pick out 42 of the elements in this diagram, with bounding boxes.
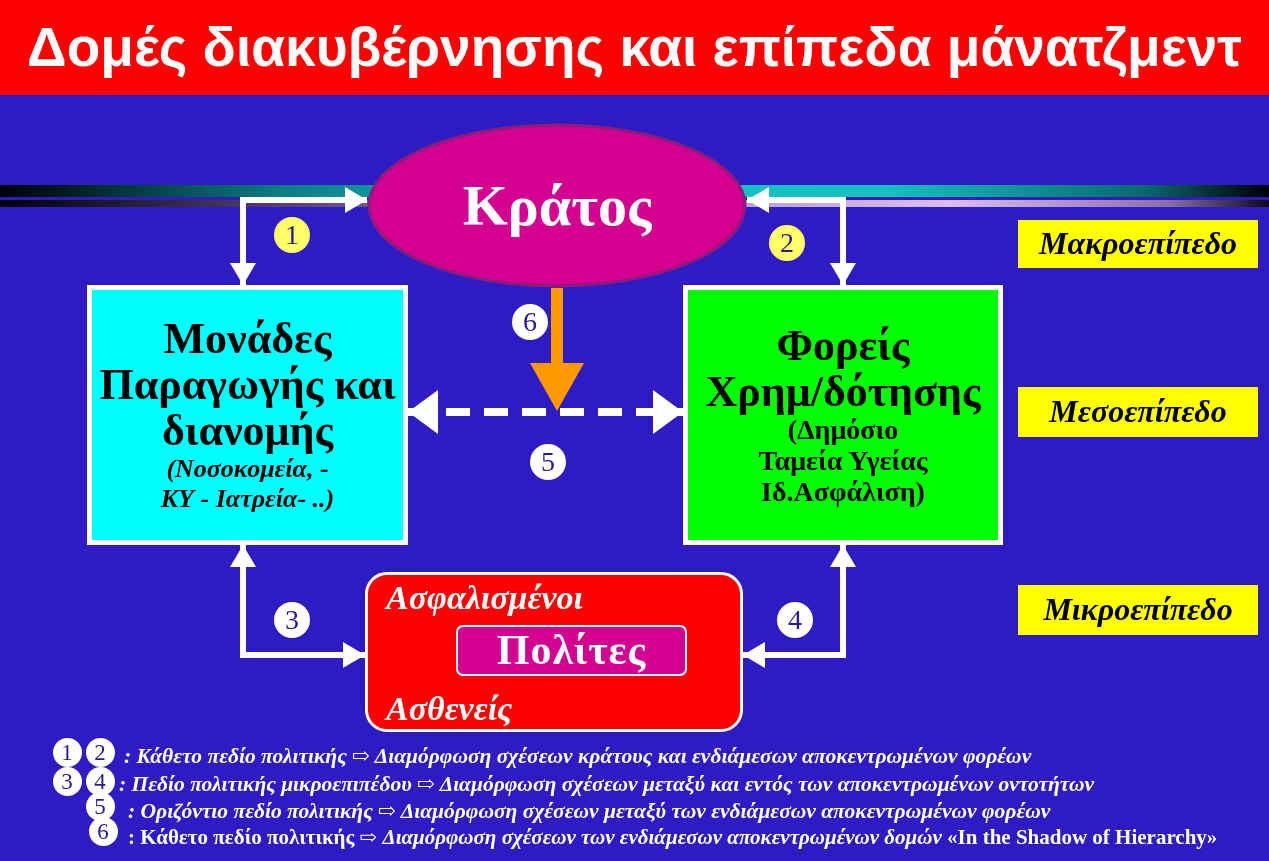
level-tag xyxy=(1018,220,1258,268)
callout-number: 4 xyxy=(777,602,813,638)
callout-number: 2 xyxy=(85,737,115,767)
thick-arrow xyxy=(530,288,584,411)
callout-number: 5 xyxy=(85,791,115,821)
node-title: Φορείς Χρημ/δότησης xyxy=(704,322,982,415)
double-arrow xyxy=(230,187,367,285)
level-label: Μεσοεπίπεδο xyxy=(1049,394,1227,430)
callout-number: 6 xyxy=(88,816,118,846)
callout-number: 1 xyxy=(274,217,310,253)
node-subtitle: (Δημόσιο Ταμεία Υγείας Ιδ.Ασφάλιση) xyxy=(758,415,928,508)
entity-box xyxy=(683,285,1003,545)
level-label: Μακροεπίπεδο xyxy=(1038,226,1238,262)
callout-number: 4 xyxy=(85,766,115,796)
node-title: Μονάδες Παραγωγής και διανομής xyxy=(98,315,397,455)
callout-number: 5 xyxy=(530,444,566,480)
double-arrow xyxy=(230,545,365,668)
level-label: Μικροεπίπεδο xyxy=(1043,592,1233,628)
callout-number: 3 xyxy=(274,602,310,638)
footnote: : Κάθετο πεδίο πολιτικής ⇨ Διαμόρφωση σχέσεων των ενδιάμεσων αποκεντρωμένων δομών «In the Shadow of Hierarchy» xyxy=(128,825,1218,850)
callout-number: 6 xyxy=(512,304,548,340)
level-tag xyxy=(1018,387,1258,437)
callout-number: 2 xyxy=(769,225,805,261)
dashed-double-arrow xyxy=(408,390,683,434)
rounded-box xyxy=(456,625,687,676)
node-label: Ασθενείς xyxy=(386,689,513,727)
footnote: : Κάθετο πεδίο πολιτικής ⇨ Διαμόρφωση σχέσεων κράτους και ενδιάμεσων αποκεντρωμένων φορέων xyxy=(124,744,1032,769)
group-box xyxy=(365,572,743,732)
node-title: Πολίτες xyxy=(496,627,647,674)
state-ellipse xyxy=(367,123,747,288)
footnote: : Πεδίο πολιτικής μικροεπιπέδου ⇨ Διαμόρφωση σχέσεων μεταξύ και εντός των αποκεντρωμένων οντοτήτων xyxy=(119,772,1095,797)
callout-number: 3 xyxy=(52,766,82,796)
entity-box xyxy=(87,285,408,545)
level-tag xyxy=(1018,585,1258,635)
double-arrow xyxy=(743,545,856,668)
callout-number: 1 xyxy=(52,737,82,767)
double-arrow xyxy=(747,187,856,285)
title: Δομές διακυβέρνησης και επίπεδα μάνατζμεντ xyxy=(27,17,1242,78)
node-title: Κράτος xyxy=(462,173,652,238)
footnote: : Οριζόντιο πεδίο πολιτικής ⇨ Διαμόρφωση σχέσεων μεταξύ των ενδιάμεσων αποκεντρωμένων φορέων xyxy=(128,799,1051,824)
node-label: Ασφαλισμένοι xyxy=(386,579,583,617)
node-subtitle: (Νοσοκομεία, - ΚΥ - Ιατρεία- ..) xyxy=(159,454,336,515)
